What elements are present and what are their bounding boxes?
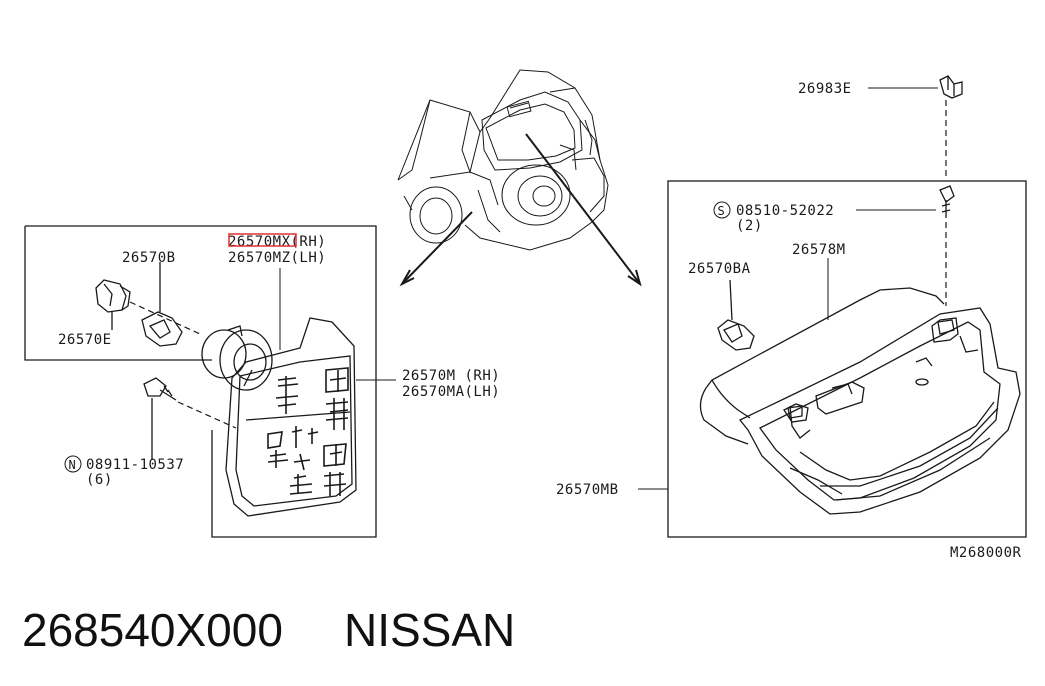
lamp-lens-pattern: [267, 367, 349, 496]
arrow-right: [525, 133, 641, 285]
label-bolt-qty: (6): [86, 472, 113, 488]
s-symbol-circle: [713, 201, 731, 219]
arrow-left-head: [399, 269, 415, 287]
screw-icon: [939, 185, 955, 218]
diagram-code: M268000R: [950, 545, 1022, 561]
bulb-icon: [141, 262, 183, 347]
vehicle-rear-illustration: [397, 69, 609, 251]
right-frame: [667, 180, 1027, 538]
rear-combination-lamp: [225, 317, 357, 517]
arrow-right-head: [627, 269, 642, 287]
footer-brand: NISSAN: [344, 604, 515, 656]
label-26983e: 26983E: [798, 81, 852, 97]
high-mount-stop-lamp: [699, 287, 1021, 515]
left-subframe: [24, 226, 212, 361]
label-26570e: 26570E: [58, 332, 112, 348]
label-26570ma: 26570MA(LH): [402, 384, 500, 400]
label-26570b: 26570B: [122, 250, 176, 266]
bulb-socket-icon: [95, 279, 131, 330]
label-26570mx: 26570MX(RH): [228, 234, 326, 250]
bolt-dashline: [177, 401, 237, 429]
socket-dashline: [129, 301, 201, 335]
label-26570mz: 26570MZ(LH): [228, 250, 326, 266]
label-26570m: 26570M (RH): [402, 368, 500, 384]
label-26578m: 26578M: [792, 242, 846, 258]
label-bolt-symbol: N: [69, 458, 77, 472]
label-screw-qty: (2): [736, 218, 763, 234]
left-frame: [25, 225, 377, 538]
label-screw-symbol: S: [718, 204, 726, 218]
label-screw-code: 08510-52022: [736, 203, 834, 219]
label-26570mb: 26570MB: [556, 482, 619, 498]
label-26570ba: 26570BA: [688, 261, 751, 277]
arrow-left: [401, 211, 473, 285]
footer-part-number: 268540X000: [22, 604, 283, 656]
lamp-socket-ring: [201, 325, 273, 391]
highlight-box: [228, 233, 297, 247]
bolt-icon: [143, 377, 177, 460]
label-bolt-code: 08911-10537: [86, 457, 184, 473]
stop-lamp-bulb-icon: [717, 279, 755, 351]
n-symbol-circle: [64, 455, 82, 473]
clip-icon: [939, 75, 963, 99]
